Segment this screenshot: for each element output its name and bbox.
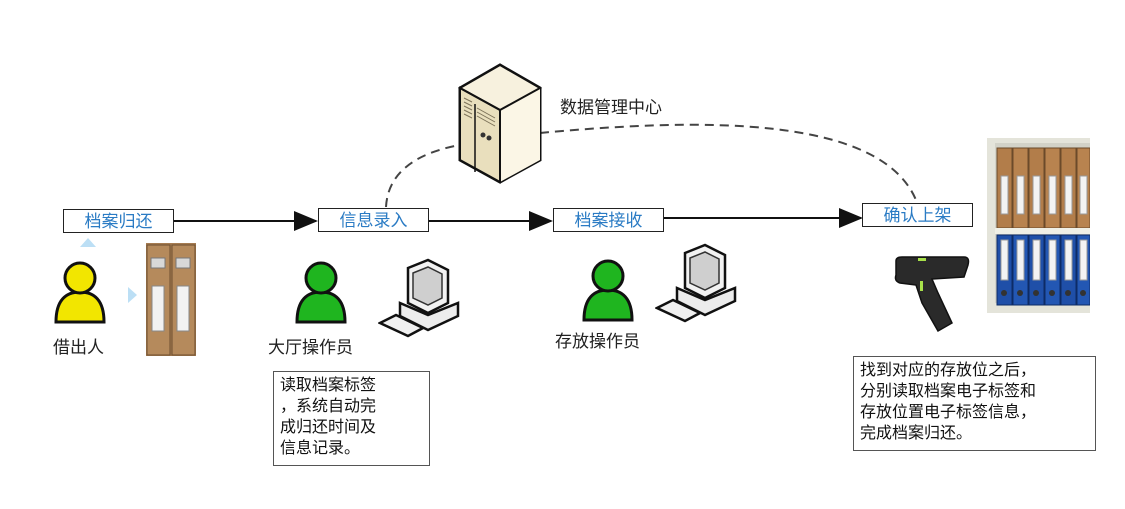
- note-line: ，系统自动完: [280, 396, 377, 415]
- note-line: 存放位置电子标签信息，: [860, 402, 1037, 421]
- step-label: 确认上架: [883, 206, 952, 226]
- storage-operator-label: 存放操作员: [555, 332, 640, 352]
- data-center-label: 数据管理中心: [560, 98, 662, 118]
- right-pointer-icon: [128, 287, 137, 303]
- info-entry-note: 读取档案标签 ，系统自动完 成归还时间及 信息记录。: [273, 371, 430, 466]
- hall-operator-person-icon: [295, 261, 347, 324]
- blue-binders: [996, 234, 1090, 306]
- note-line: 完成档案归还。: [860, 423, 973, 442]
- borrower-label: 借出人: [53, 338, 104, 358]
- note-line: 找到对应的存放位之后，: [860, 360, 1037, 379]
- step-confirm-shelving: 确认上架: [862, 203, 973, 227]
- up-pointer-icon: [80, 238, 96, 247]
- step-archive-receive: 档案接收: [553, 208, 664, 232]
- computer-icon: [655, 243, 737, 323]
- archive-shelf-image: [987, 138, 1090, 313]
- note-line: 读取档案标签: [280, 375, 377, 394]
- step-label: 档案归还: [84, 212, 153, 232]
- server-icon: [457, 63, 543, 184]
- step-archive-return: 档案归还: [63, 209, 174, 233]
- borrower-person-icon: [54, 261, 106, 324]
- rfid-scanner-icon: [894, 256, 970, 333]
- dashed-link-right: [539, 123, 917, 201]
- computer-icon: [378, 258, 460, 338]
- step-label: 档案接收: [574, 211, 643, 231]
- note-line: 分别读取档案电子标签和: [860, 381, 1037, 400]
- step-label: 信息录入: [339, 211, 408, 231]
- step-info-entry: 信息录入: [318, 208, 429, 232]
- storage-operator-person-icon: [582, 259, 634, 322]
- archive-folders-icon: [146, 243, 196, 356]
- shelving-note: 找到对应的存放位之后， 分别读取档案电子标签和 存放位置电子标签信息， 完成档案…: [853, 356, 1096, 451]
- brown-binders: [996, 147, 1090, 229]
- note-line: 信息记录。: [280, 438, 361, 457]
- dashed-link-left: [385, 142, 473, 208]
- note-line: 成归还时间及: [280, 417, 377, 436]
- hall-operator-label: 大厅操作员: [268, 338, 353, 358]
